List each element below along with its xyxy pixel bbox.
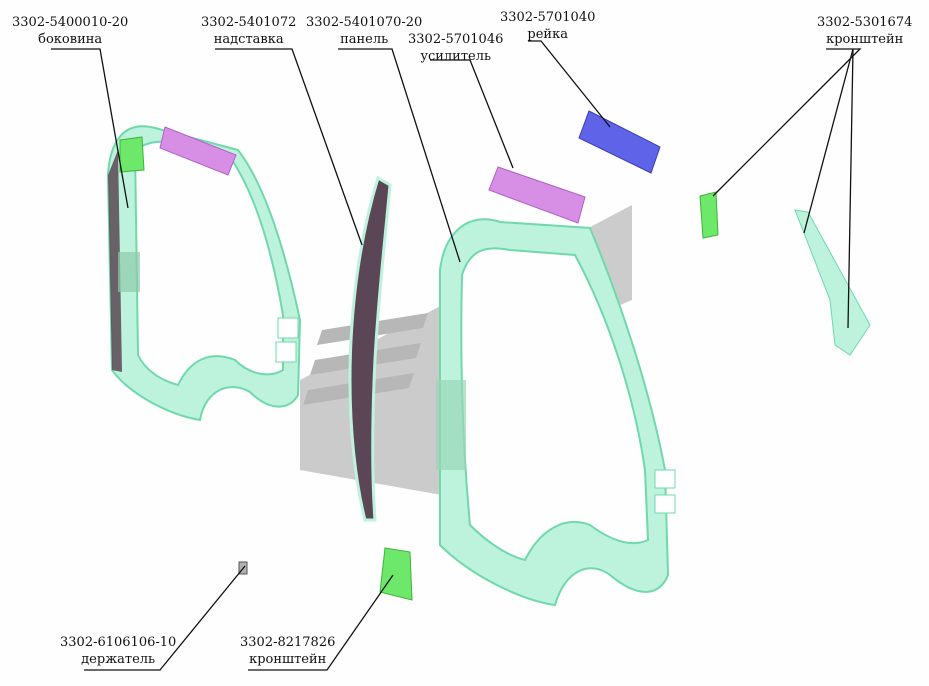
part-number: 3302-8217826 <box>240 635 336 650</box>
part-number: 3302-6106106-10 <box>60 635 177 650</box>
part-name: рейка <box>527 27 568 42</box>
label-side-panel: 3302-5400010-20 боковина <box>12 14 128 48</box>
label-holder: 3302-6106106-10 держатель <box>60 634 176 668</box>
part-number: 3302-5301674 <box>817 15 913 30</box>
label-bracket-right: 3302-5301674 кронштейн <box>817 14 912 48</box>
bracket-green-right <box>699 191 719 239</box>
panel-right <box>436 218 676 607</box>
part-name: боковина <box>38 32 103 47</box>
part-name: панель <box>340 32 389 47</box>
side-panel-left <box>106 125 302 422</box>
leader-lines <box>51 40 862 671</box>
pillar-piece-right <box>794 209 871 356</box>
label-reinforcement: 3302-5701046 усилитель <box>408 31 503 65</box>
part-number: 3302-5400010-20 <box>12 15 129 30</box>
part-number: 3302-5701046 <box>408 32 504 47</box>
label-insert: 3302-5401072 надставка <box>201 14 296 48</box>
part-name: усилитель <box>420 49 492 64</box>
part-name: кронштейн <box>826 32 904 47</box>
label-panel: 3302-5401070-20 панель <box>306 14 422 48</box>
part-name: кронштейн <box>249 652 327 667</box>
insert-dark-strip <box>348 175 392 522</box>
label-rail: 3302-5701040 рейка <box>500 9 595 43</box>
part-number: 3302-5701040 <box>500 10 596 25</box>
rail-blue <box>578 110 661 174</box>
part-name: надставка <box>213 32 284 47</box>
green-bracket-left <box>119 136 145 173</box>
bracket-green-bottom <box>379 547 413 601</box>
reinforcement-pink <box>488 166 586 224</box>
part-name: держатель <box>81 652 156 667</box>
label-bracket-bottom: 3302-8217826 кронштейн <box>240 634 335 668</box>
part-number: 3302-5401070-20 <box>306 15 423 30</box>
part-number: 3302-5401072 <box>201 15 297 30</box>
pink-strip-left <box>159 126 237 176</box>
